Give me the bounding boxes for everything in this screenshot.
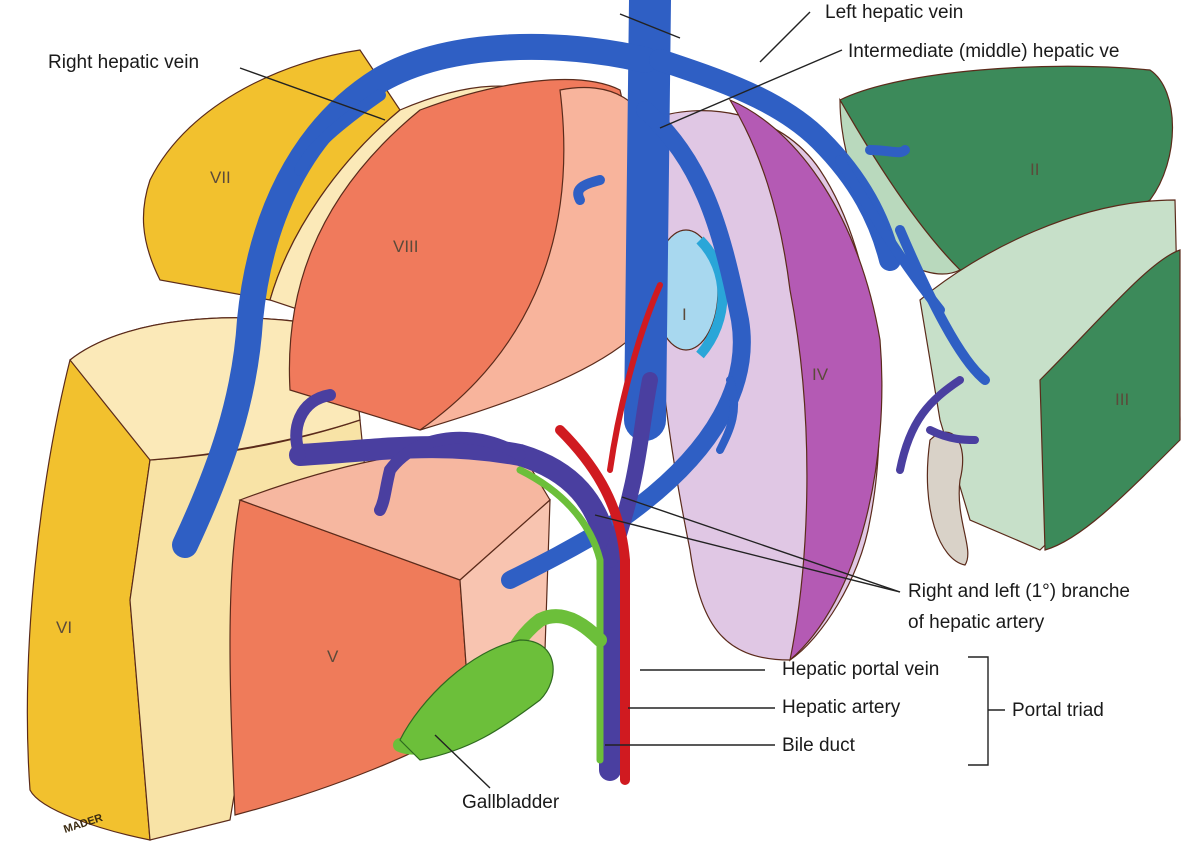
segment-label-iv: IV: [812, 365, 829, 384]
label-right-hepatic-vein: Right hepatic vein: [48, 52, 199, 73]
label-portal-triad: Portal triad: [1012, 700, 1104, 721]
segment-v: [230, 448, 550, 815]
segment-label-i: I: [682, 305, 687, 324]
segment-label-vii: VII: [210, 168, 231, 187]
segment-label-v: V: [327, 647, 339, 666]
segment-label-ii: II: [1030, 160, 1039, 179]
label-branches-line1: Right and left (1°) branche: [908, 581, 1130, 602]
label-branches-line2: of hepatic artery: [908, 612, 1045, 633]
label-bile-duct: Bile duct: [782, 735, 856, 756]
segment-label-viii: VIII: [393, 237, 419, 256]
label-intermediate-hepatic-vein: Intermediate (middle) hepatic ve: [848, 41, 1119, 62]
label-hepatic-artery: Hepatic artery: [782, 697, 901, 718]
label-gallbladder: Gallbladder: [462, 792, 560, 813]
label-hepatic-portal-vein: Hepatic portal vein: [782, 659, 939, 680]
segment-label-vi: VI: [56, 618, 72, 637]
segment-label-iii: III: [1115, 390, 1129, 409]
label-left-hepatic-vein: Left hepatic vein: [825, 2, 963, 23]
